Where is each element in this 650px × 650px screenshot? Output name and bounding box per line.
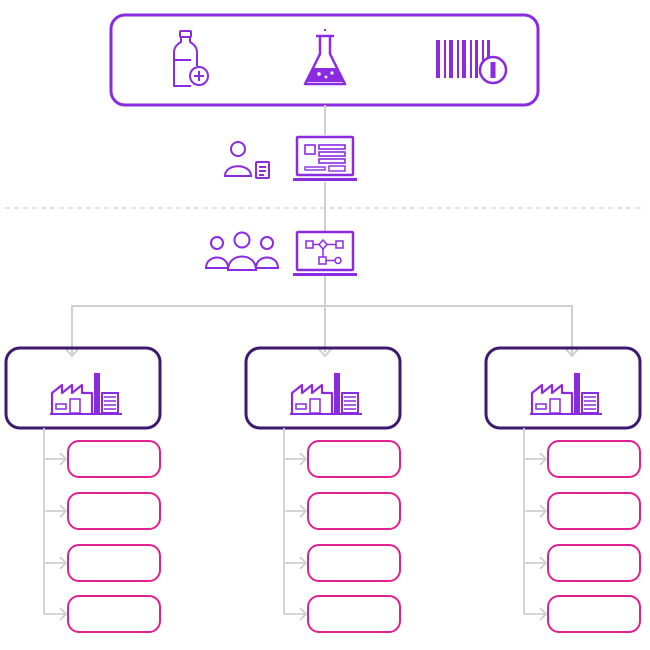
workflow-terminal-icon	[293, 230, 357, 276]
form-terminal-icon	[293, 135, 357, 181]
empty-slot	[547, 595, 641, 633]
empty-slot	[307, 595, 401, 633]
empty-slot	[547, 492, 641, 530]
empty-slot	[307, 492, 401, 530]
person-document-icon	[223, 141, 270, 179]
empty-slot	[307, 440, 401, 478]
empty-slot	[67, 440, 161, 478]
empty-slot	[547, 544, 641, 582]
site-connectors	[523, 428, 548, 621]
flask-icon	[303, 29, 347, 86]
site-3	[484, 346, 642, 633]
site-connectors	[283, 428, 308, 621]
site-box	[4, 346, 162, 430]
empty-slot	[547, 440, 641, 478]
site-connectors	[43, 428, 68, 621]
site-2	[244, 346, 402, 633]
factory-icon	[290, 373, 362, 415]
empty-slot	[307, 544, 401, 582]
empty-slot	[67, 544, 161, 582]
factory-icon	[530, 373, 602, 415]
barcode-clock-icon	[436, 40, 508, 85]
branch-connectors	[64, 276, 580, 358]
site-box	[244, 346, 402, 430]
bottle-plus-icon	[173, 30, 209, 87]
group-people-icon	[204, 231, 280, 271]
site-box	[484, 346, 642, 430]
empty-slot	[67, 492, 161, 530]
empty-slot	[67, 595, 161, 633]
sites-layer	[4, 346, 642, 633]
site-1	[4, 346, 162, 633]
factory-icon	[50, 373, 122, 415]
